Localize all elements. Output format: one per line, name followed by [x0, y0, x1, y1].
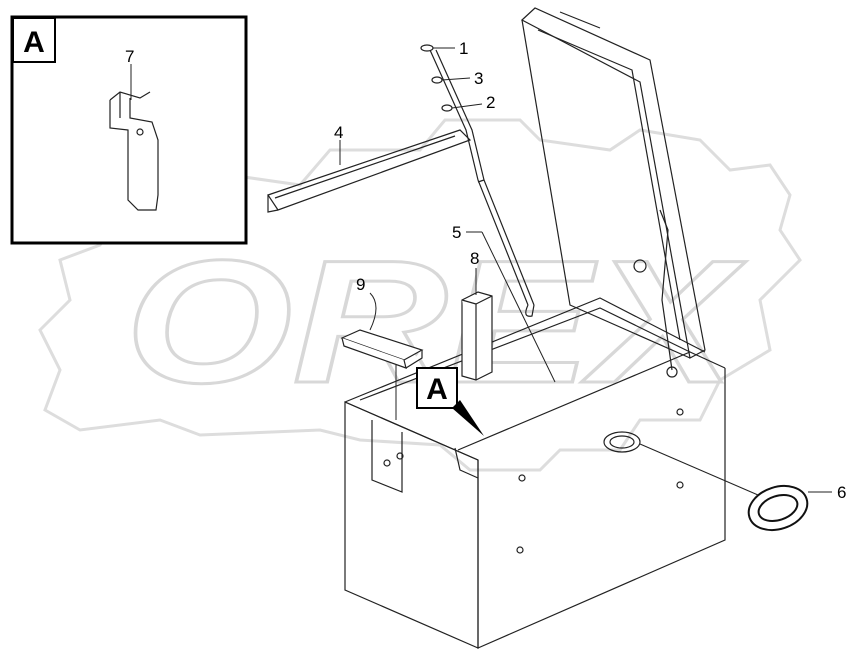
mount-hole — [518, 474, 526, 482]
view-marker-letter: A — [426, 373, 448, 406]
part-1-cap — [420, 44, 434, 52]
pad-top-edge — [475, 295, 493, 305]
leader-6-opening — [639, 443, 759, 496]
bracket-hole — [383, 459, 391, 467]
mount-hole — [676, 408, 684, 416]
callout-1: 1 — [459, 39, 468, 58]
small-parts — [420, 44, 453, 112]
callout-2: 2 — [486, 93, 495, 112]
bracket-outline — [109, 98, 159, 211]
strip-body — [267, 129, 472, 211]
part-7-bracket — [109, 91, 159, 211]
rod-lower — [435, 49, 535, 306]
box-inner-front-rim — [457, 351, 726, 451]
hinge-bracket — [371, 420, 403, 493]
view-marker: A — [416, 367, 484, 436]
grommet-opening — [603, 431, 641, 453]
callout-7: 7 — [125, 47, 134, 66]
watermark: OREX — [38, 118, 802, 472]
strip-end — [267, 195, 279, 213]
bracket-hole — [396, 452, 404, 460]
detail-view-label-box — [12, 17, 56, 63]
lid-hinge-side — [659, 209, 673, 371]
rod-hook — [525, 304, 535, 317]
callouts: 1 3 2 4 5 8 9 6 — [334, 39, 846, 502]
part-4-strip — [267, 129, 472, 213]
leader-2 — [451, 103, 483, 109]
mount-hole — [516, 546, 524, 554]
bracket-hole — [136, 128, 144, 136]
part-6-grommet — [747, 484, 809, 532]
lid-hole — [633, 259, 647, 273]
rod-joint — [477, 179, 485, 183]
strip-edge — [274, 135, 456, 199]
bracket-top — [109, 91, 151, 101]
detail-view-letter: A — [23, 26, 45, 59]
leader-lines — [339, 47, 832, 496]
callout-4: 4 — [334, 123, 343, 142]
callout-5: 5 — [452, 223, 461, 242]
lid-outer — [520, 7, 706, 359]
box-notch — [454, 447, 479, 479]
part-5-rod — [429, 49, 535, 317]
rod-upper — [429, 49, 529, 306]
watermark-text: OREX — [125, 225, 746, 420]
lid-hinge-pivot — [666, 366, 678, 378]
lid-handle — [559, 11, 601, 29]
part-9-plate — [340, 329, 424, 369]
grommet-inner — [757, 494, 799, 522]
view-marker-box — [416, 367, 458, 409]
lid-inner-panel — [537, 29, 681, 341]
watermark-gear-outline — [38, 118, 802, 472]
callout-9: 9 — [356, 275, 365, 294]
part-2-clip — [441, 104, 453, 112]
leader-3 — [441, 77, 471, 81]
detail-view: A 7 — [10, 15, 248, 245]
leader-5-rod — [481, 231, 556, 383]
plate-edge — [341, 337, 407, 369]
view-marker-arrow — [452, 400, 484, 436]
lid-inner-edge — [521, 19, 691, 359]
callout-3: 3 — [474, 69, 483, 88]
part-8-pad — [461, 291, 493, 381]
leader-9 — [369, 292, 377, 331]
grommet-opening-inner — [609, 435, 635, 449]
part-3-washer — [431, 76, 443, 84]
callout-8: 8 — [470, 249, 479, 268]
plate-side — [405, 350, 423, 369]
callout-6: 6 — [837, 483, 846, 502]
lid — [520, 7, 706, 378]
mount-hole — [676, 481, 684, 489]
box-right-face — [477, 368, 726, 649]
